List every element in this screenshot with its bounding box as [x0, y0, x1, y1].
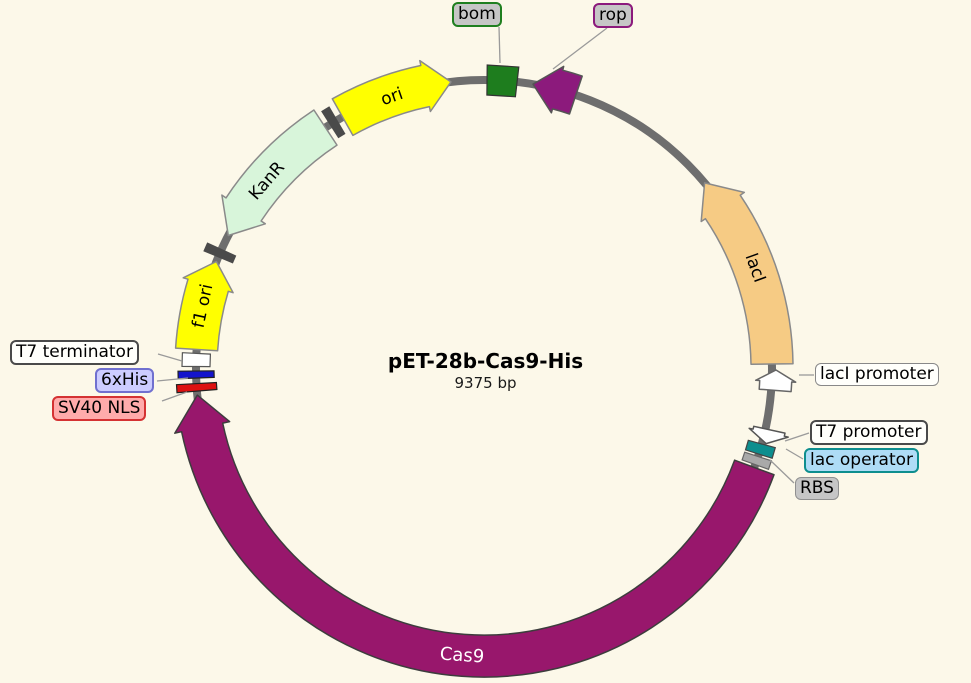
- feature-laci-arrow[interactable]: [700, 182, 794, 366]
- callout-t7-terminator[interactable]: T7 terminator: [10, 340, 139, 365]
- callout-lac-operator[interactable]: lac operator: [804, 448, 920, 473]
- leader-line-6xhis: [156, 377, 189, 382]
- feature-f1-ori-arrow[interactable]: [174, 260, 234, 352]
- leader-line-bom: [498, 26, 501, 64]
- feature-rbs[interactable]: [741, 451, 773, 471]
- feature-6xhis[interactable]: [177, 370, 215, 380]
- callout-6xhis[interactable]: 6xHis: [95, 368, 155, 393]
- leader-line-sv40-nls: [161, 391, 188, 402]
- feature-lac-operator[interactable]: [744, 439, 777, 460]
- feature-tick-kanr-ori: [321, 106, 346, 139]
- feature-cas9-arrow[interactable]: [174, 394, 775, 678]
- feature-t7-promoter-arrow[interactable]: [748, 425, 789, 445]
- feature-label-cas9: Cas9: [439, 643, 485, 667]
- feature-tick-f1ori-kanr: [203, 242, 237, 264]
- leader-line-lac-operator: [785, 448, 804, 460]
- leader-line-t7-terminator: [157, 353, 183, 362]
- callout-rop[interactable]: rop: [593, 3, 633, 28]
- leader-line-rop: [552, 27, 608, 70]
- feature-sv40-nls[interactable]: [175, 381, 218, 394]
- callout-laci-promoter[interactable]: lacI promoter: [815, 363, 939, 386]
- feature-laci-promoter-arrow[interactable]: [754, 369, 797, 393]
- feature-bom[interactable]: [486, 64, 520, 98]
- callout-t7-promoter[interactable]: T7 promoter: [810, 420, 928, 445]
- feature-ori-arrow[interactable]: [331, 59, 452, 137]
- callout-rbs[interactable]: RBS: [795, 477, 839, 500]
- feature-kanr-arrow[interactable]: [221, 109, 338, 237]
- feature-rop-arrow[interactable]: [532, 65, 583, 115]
- leader-line-t7-promoter: [784, 432, 810, 442]
- callout-bom[interactable]: bom: [452, 2, 502, 27]
- callout-sv40-nls[interactable]: SV40 NLS: [52, 396, 147, 421]
- feature-t7-terminator[interactable]: [181, 352, 212, 368]
- leader-line-rbs: [769, 459, 795, 484]
